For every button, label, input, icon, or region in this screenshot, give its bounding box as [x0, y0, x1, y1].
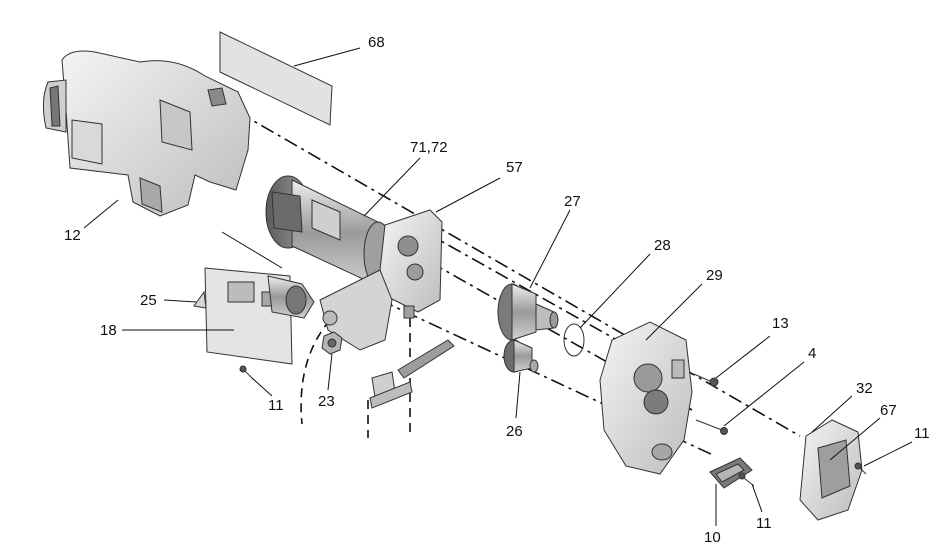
part-28-ring — [563, 323, 585, 357]
callout-27: 27 — [564, 193, 581, 210]
callout-12: 12 — [64, 227, 81, 244]
callout-11-left: 11 — [268, 397, 284, 414]
part-13-screw — [693, 373, 719, 387]
cable-bracket — [369, 339, 455, 409]
callout-18: 18 — [100, 322, 117, 339]
callout-4: 4 — [808, 345, 816, 362]
part-23-nut — [321, 331, 343, 355]
part-71-72-motor — [265, 175, 393, 287]
callout-68: 68 — [368, 34, 385, 51]
callout-23: 23 — [318, 393, 335, 410]
part-27-drive-gear — [497, 283, 559, 341]
part-10-plate — [709, 457, 753, 489]
callout-26: 26 — [506, 423, 523, 440]
callout-labels: 68 71,72 57 27 28 29 13 4 32 67 11 11 10… — [64, 34, 930, 546]
callout-57: 57 — [506, 159, 523, 176]
callout-11-bottom: 11 — [756, 515, 772, 532]
callout-10: 10 — [704, 529, 721, 546]
part-26-pinion-gear — [503, 339, 539, 373]
callout-11-right: 11 — [914, 425, 930, 442]
callout-67: 67 — [880, 402, 897, 419]
part-4-pin — [695, 419, 728, 435]
part-11-screw-bottom — [738, 472, 755, 487]
part-11-screw-right — [854, 462, 867, 475]
part-57-gear-frame — [319, 209, 443, 351]
part-32-side-cover — [799, 419, 863, 521]
part-67-label — [817, 439, 851, 499]
callout-29: 29 — [706, 267, 723, 284]
leader-lines — [83, 47, 913, 526]
callout-25: 25 — [140, 292, 157, 309]
part-25-marker — [193, 290, 207, 309]
callout-28: 28 — [654, 237, 671, 254]
callout-71-72: 71,72 — [410, 139, 448, 156]
callout-32: 32 — [856, 380, 873, 397]
part-18-control-board — [204, 231, 315, 365]
part-29-pump-housing — [599, 321, 693, 475]
callout-13: 13 — [772, 315, 789, 332]
part-68-label-sheet — [219, 31, 333, 126]
part-12-motor-cover — [42, 50, 251, 217]
part-11-screw-left — [239, 365, 255, 381]
